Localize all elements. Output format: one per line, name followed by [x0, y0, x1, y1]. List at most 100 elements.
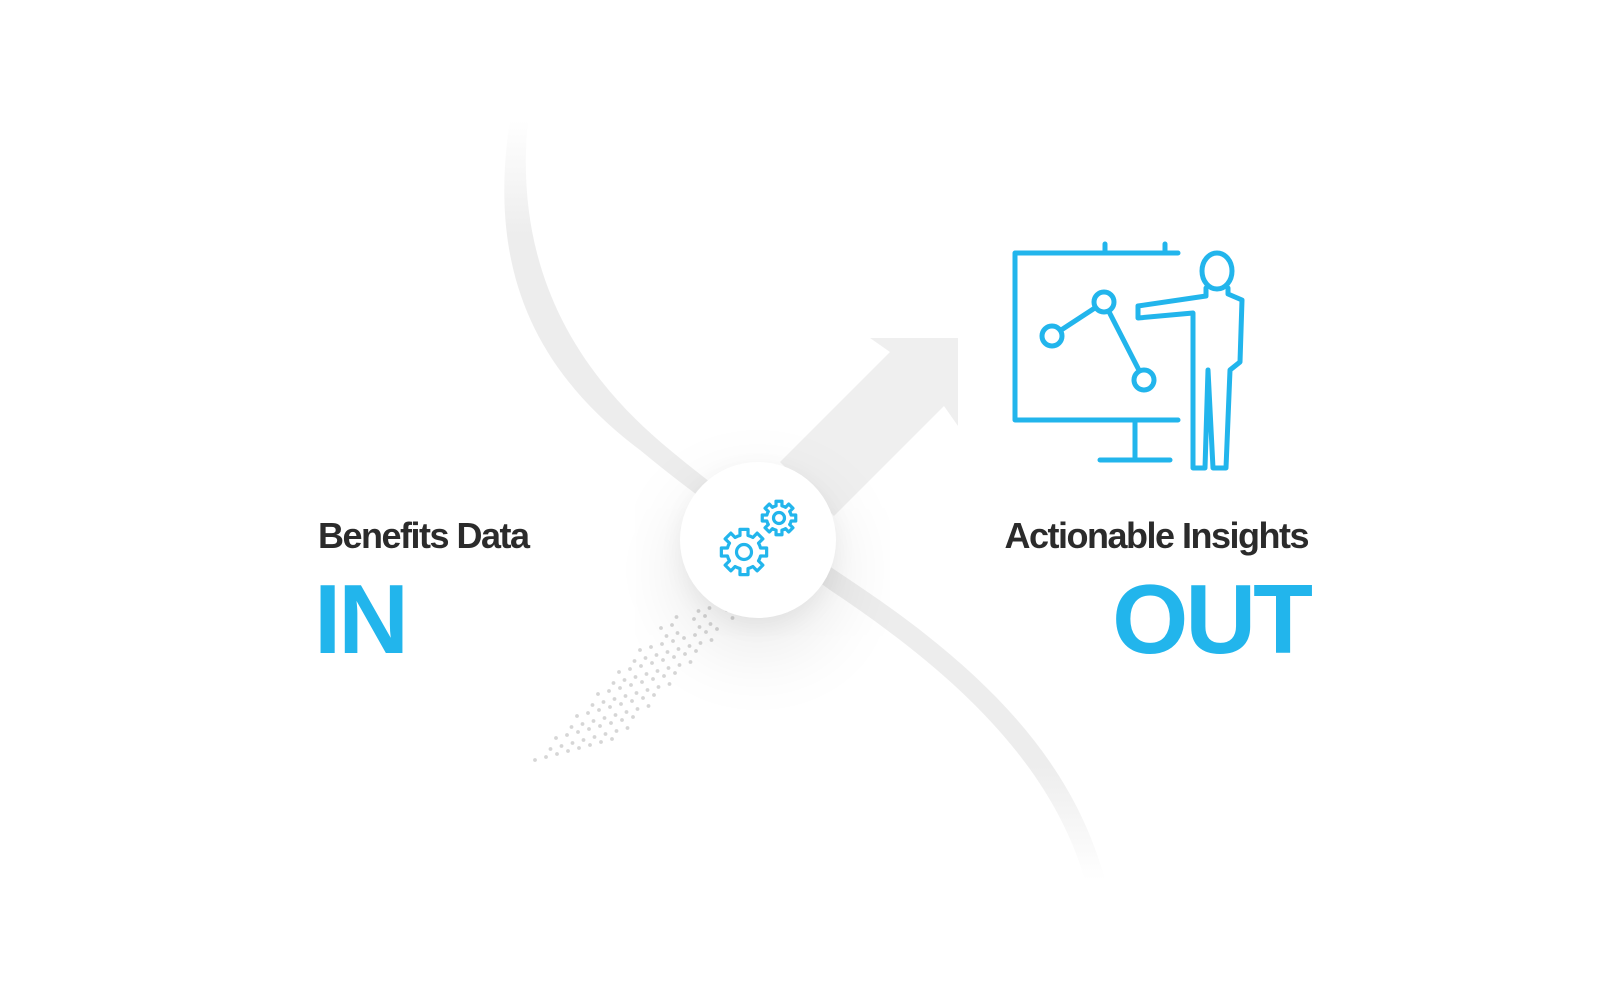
dot	[704, 630, 708, 634]
dot	[677, 663, 682, 667]
dot	[672, 655, 676, 659]
dot	[697, 625, 702, 629]
dot	[664, 634, 669, 638]
dot	[618, 686, 622, 690]
dot	[607, 689, 611, 693]
dot	[570, 741, 575, 745]
dot	[687, 644, 692, 648]
dot	[620, 718, 624, 722]
dot	[609, 721, 613, 725]
dot	[617, 670, 621, 674]
dot	[667, 682, 672, 686]
dot	[708, 622, 713, 626]
input-heading: IN	[314, 564, 409, 674]
dot	[569, 725, 574, 729]
dot	[673, 671, 677, 675]
dot	[591, 719, 596, 723]
dot	[671, 639, 675, 643]
dot	[698, 641, 703, 645]
dot	[602, 716, 607, 720]
dot	[655, 669, 660, 673]
dot	[652, 693, 656, 697]
dot	[696, 609, 701, 613]
dot	[645, 688, 650, 692]
dot	[577, 746, 581, 750]
dot	[643, 656, 648, 660]
dot	[566, 749, 570, 753]
dot	[644, 672, 649, 676]
dot	[703, 614, 707, 618]
dot	[576, 730, 580, 734]
dot	[598, 724, 602, 728]
dot	[632, 659, 637, 663]
dot	[662, 674, 666, 678]
dot	[614, 729, 619, 733]
dot	[575, 714, 579, 718]
arrow-up-right-icon	[780, 338, 958, 516]
dot	[624, 710, 629, 714]
dot	[692, 617, 696, 621]
dot	[635, 707, 640, 711]
dot	[709, 638, 714, 642]
board-frame	[1012, 250, 1181, 423]
dot	[608, 705, 612, 709]
dot	[639, 664, 643, 668]
dot	[555, 752, 559, 756]
dot	[533, 758, 537, 762]
dot	[588, 743, 592, 747]
dot	[674, 615, 679, 619]
board-chart-line	[1049, 299, 1147, 383]
dot	[660, 642, 664, 646]
dot	[565, 733, 569, 737]
dot	[586, 711, 590, 715]
dot	[670, 623, 674, 627]
dot	[601, 700, 606, 704]
dot	[715, 627, 719, 631]
dot	[612, 697, 617, 701]
dot	[651, 677, 655, 681]
dot	[656, 685, 661, 689]
dot	[649, 645, 653, 649]
dot	[587, 727, 591, 731]
dot	[603, 732, 608, 736]
dot	[610, 737, 614, 741]
dot	[580, 722, 585, 726]
dot	[693, 633, 697, 637]
gears-icon	[719, 499, 798, 577]
input-label: Benefits Data	[318, 515, 530, 556]
dot	[646, 704, 651, 708]
dot	[730, 616, 735, 620]
dot	[675, 631, 680, 635]
dot	[559, 744, 564, 748]
dot	[613, 713, 618, 717]
dot	[625, 726, 630, 730]
dot	[611, 681, 616, 685]
dot	[694, 649, 698, 653]
dot	[666, 666, 671, 670]
dot	[633, 675, 638, 679]
dot	[592, 735, 597, 739]
gears-badge	[680, 462, 836, 618]
output-label: Actionable Insights	[1004, 515, 1309, 556]
dot	[638, 648, 642, 652]
dot	[682, 636, 686, 640]
dot	[548, 747, 553, 751]
person-body	[1135, 285, 1245, 471]
dot	[654, 653, 659, 657]
dot	[581, 738, 586, 742]
dot	[659, 626, 663, 630]
dot	[622, 678, 627, 682]
person-head	[1199, 250, 1235, 292]
dot	[590, 703, 595, 707]
dot	[676, 647, 681, 651]
dot	[629, 683, 633, 687]
dot	[665, 650, 670, 654]
dot	[544, 755, 548, 759]
dot	[554, 736, 558, 740]
dot	[661, 658, 665, 662]
dot	[640, 680, 644, 684]
dot	[628, 667, 632, 671]
dot	[597, 708, 601, 712]
